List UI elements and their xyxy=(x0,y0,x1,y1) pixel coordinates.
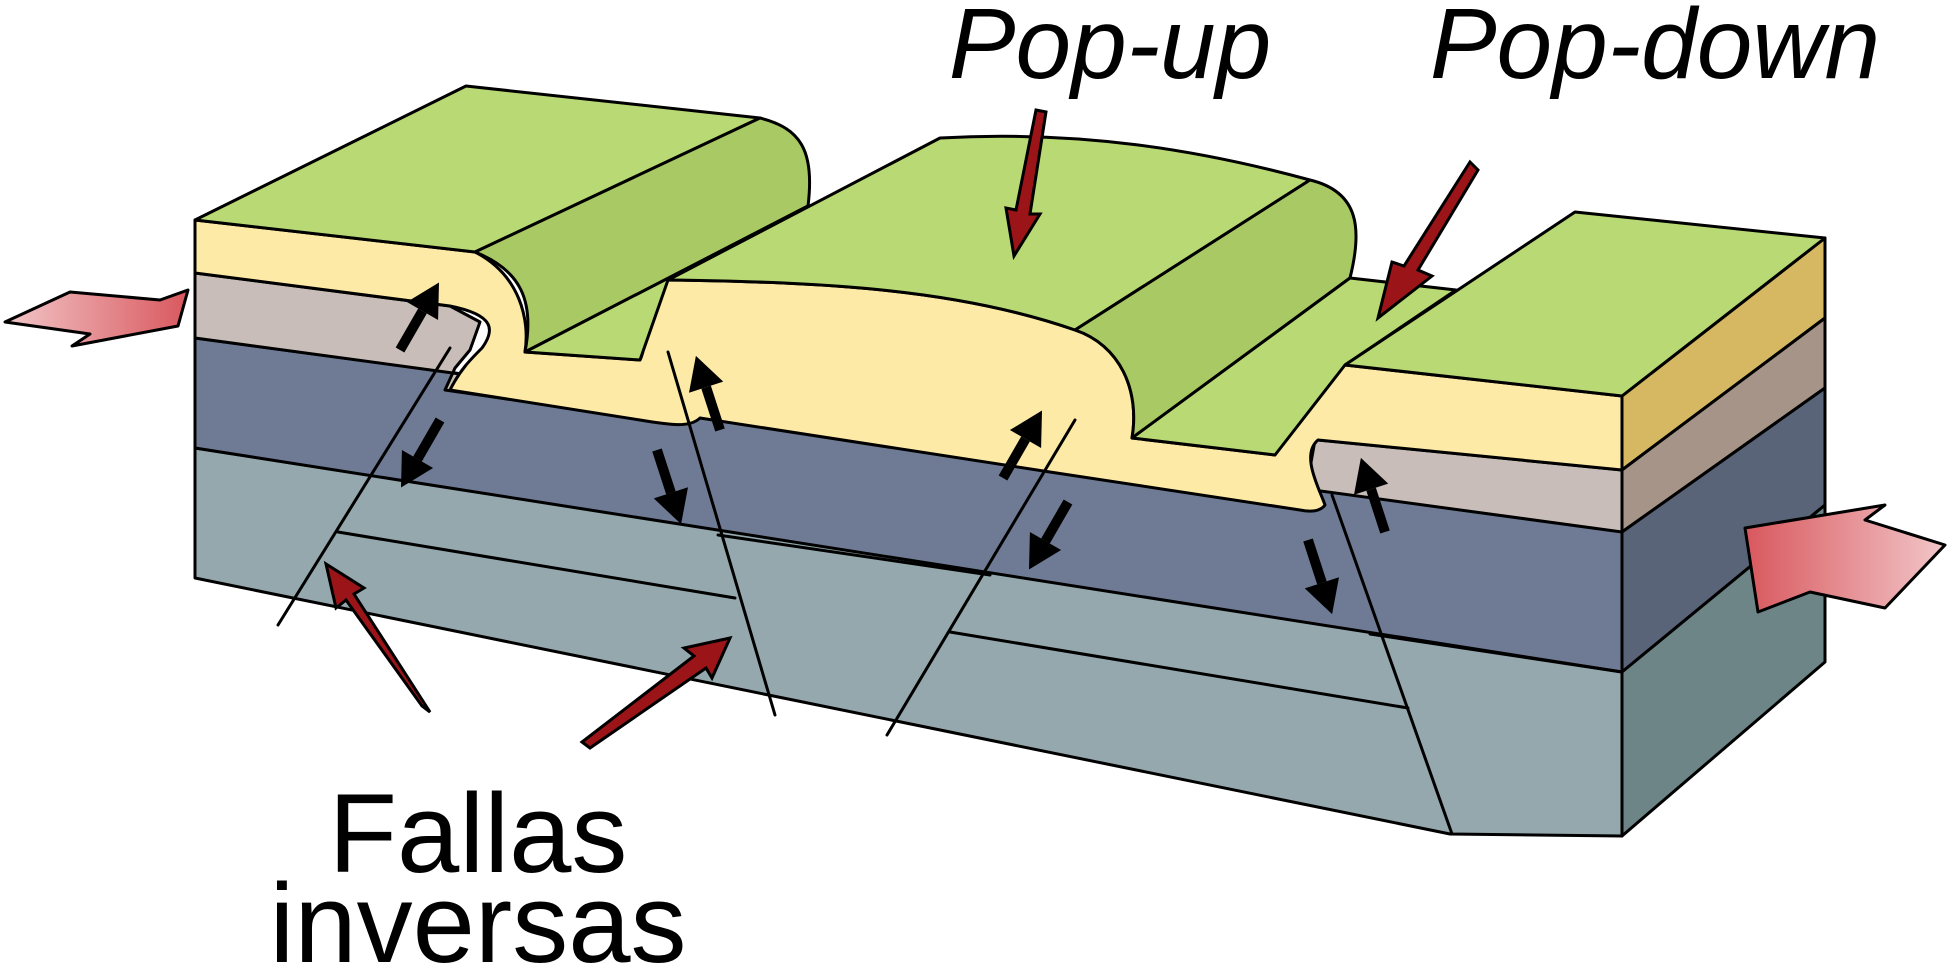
motion-arrow-up-4 xyxy=(1353,457,1390,534)
pointer-popup-arrow xyxy=(1004,108,1048,261)
fault-line-3 xyxy=(885,418,1077,737)
label-popup: Pop-up xyxy=(949,0,1271,100)
fault-line-4 xyxy=(1330,493,1454,836)
label-faults-line1: Fallas xyxy=(329,771,628,896)
fault-line-1 xyxy=(276,346,452,627)
fault-motion-arrows xyxy=(395,282,1390,615)
bed-line-b xyxy=(716,533,992,577)
motion-arrow-down-2 xyxy=(652,448,689,525)
motion-arrow-down-4 xyxy=(1303,538,1340,615)
compression-arrow-left xyxy=(3,288,190,348)
label-popdown: Pop-down xyxy=(1430,0,1880,100)
motion-arrow-up-3 xyxy=(998,410,1042,481)
motion-arrow-up-1 xyxy=(395,282,439,353)
pointer-fault-arrow-1 xyxy=(323,560,432,714)
motion-arrow-down-1 xyxy=(401,417,445,488)
bed-line-a xyxy=(336,530,737,600)
fault-lines xyxy=(276,346,1624,836)
motion-arrow-down-3 xyxy=(1029,499,1073,570)
pointer-popdown-arrow xyxy=(1375,159,1480,322)
bed-line-d xyxy=(1368,632,1624,674)
bed-line-c xyxy=(948,630,1410,710)
block-top-surface xyxy=(193,84,1827,457)
fault-line-2 xyxy=(666,350,777,717)
compression-arrow-right xyxy=(1743,503,1947,614)
compression-arrows xyxy=(3,288,1947,614)
surface-right-block xyxy=(1343,210,1827,398)
pointer-fault-arrow-2 xyxy=(579,635,733,750)
pointer-arrows xyxy=(323,108,1480,750)
motion-arrow-up-2 xyxy=(688,355,725,432)
label-faults-line2: inversas xyxy=(269,861,686,968)
